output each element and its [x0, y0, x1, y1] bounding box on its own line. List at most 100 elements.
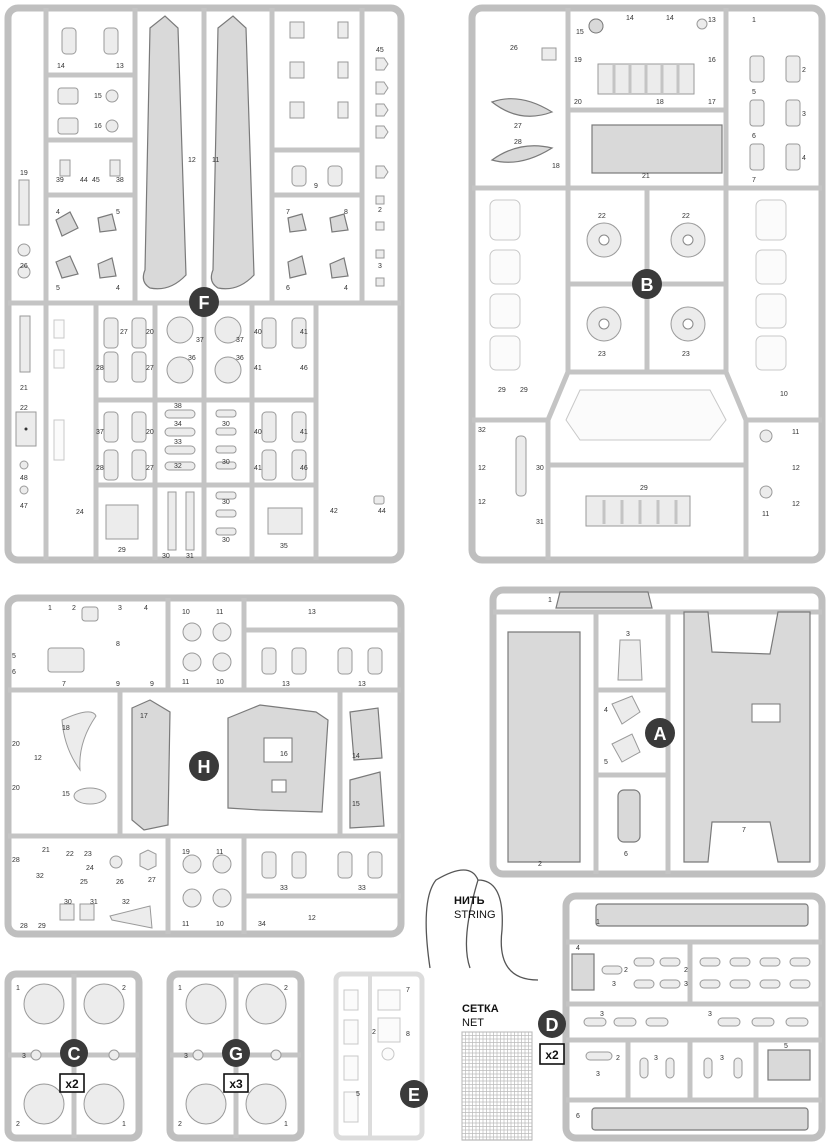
part-number: 25: [80, 879, 88, 886]
sprue-g-letter: G: [229, 1044, 243, 1064]
part-number: 9: [314, 183, 318, 190]
part-number: 31: [536, 519, 544, 526]
part-number: 2: [378, 207, 382, 214]
road-wheel-group: [586, 222, 706, 342]
part-number: 3: [600, 1011, 604, 1018]
part-number: 1: [284, 1121, 288, 1128]
part-number: 41: [300, 429, 308, 436]
part-number: 2: [122, 985, 126, 992]
part-number: 32: [122, 899, 130, 906]
part-number: 10: [182, 609, 190, 616]
part-number: 31: [186, 553, 194, 560]
part-number: 7: [286, 209, 290, 216]
part-number: 10: [216, 921, 224, 928]
part-number: 5: [116, 209, 120, 216]
part-number: 23: [84, 851, 92, 858]
part-number: 13: [282, 681, 290, 688]
part-number: 13: [358, 681, 366, 688]
part-number: 44: [378, 508, 386, 515]
part-number: 45: [92, 177, 100, 184]
part-number: 7: [62, 681, 66, 688]
part-number: 7: [406, 987, 410, 994]
string-part: НИТЬ STRING: [425, 869, 539, 981]
part-number: 3: [612, 981, 616, 988]
part-number: 6: [286, 285, 290, 292]
part-number: 27: [514, 123, 522, 130]
part-number: 3: [378, 263, 382, 270]
part-number: 9: [116, 681, 120, 688]
sprue-c-letter: C: [68, 1044, 81, 1064]
part-number: 34: [258, 921, 266, 928]
part-number: 30: [222, 537, 230, 544]
part-number: 28: [20, 923, 28, 930]
part-number: 15: [576, 29, 584, 36]
part-number: 4: [802, 155, 806, 162]
part-number: 3: [684, 981, 688, 988]
sprue-a: 1 2 3 4 5 6 7 A: [489, 586, 826, 878]
part-number: 4: [144, 605, 148, 612]
part-number: 3: [720, 1055, 724, 1062]
part-number: 33: [358, 885, 366, 892]
part-number: 23: [682, 351, 690, 358]
part-number: 47: [20, 503, 28, 510]
part-number: 32: [174, 463, 182, 470]
part-number: 48: [20, 475, 28, 482]
part-number: 15: [94, 93, 102, 100]
part-number: 17: [708, 99, 716, 106]
part-number: 18: [62, 725, 70, 732]
net-label-ru: СЕТКА: [462, 1003, 499, 1015]
part-number: 1: [48, 605, 52, 612]
part-number: 4: [604, 707, 608, 714]
part-number: 46: [300, 365, 308, 372]
sprue-b: 26 15 14 14 13 1 19 20 16 18 17 2 3 4 5 …: [468, 4, 826, 564]
part-number: 20: [146, 329, 154, 336]
part-number: 32: [36, 873, 44, 880]
part-number: 15: [62, 791, 70, 798]
part-number: 18: [656, 99, 664, 106]
part-number: 18: [552, 163, 560, 170]
part-number: 10: [780, 391, 788, 398]
part-number: 16: [94, 123, 102, 130]
part-number: 29: [640, 485, 648, 492]
part-number: 13: [308, 609, 316, 616]
part-number: 35: [280, 543, 288, 550]
part-number: 12: [478, 465, 486, 472]
part-number: 3: [708, 1011, 712, 1018]
sprue-e-badge: [400, 1080, 428, 1108]
part-number: 22: [66, 851, 74, 858]
part-number: 30: [222, 421, 230, 428]
sprue-g-badge: [222, 1039, 250, 1067]
part-number: 11: [216, 609, 223, 616]
net-part: СЕТКА NET: [461, 1003, 533, 1141]
part-number: 29: [498, 387, 506, 394]
part-number: 29: [118, 547, 126, 554]
part-number: 6: [576, 1113, 580, 1120]
part-number: 9: [150, 681, 154, 688]
part-number: 5: [12, 653, 16, 660]
sprue-f-badge: [189, 287, 219, 317]
part-number: 12: [792, 465, 800, 472]
sprue-d-multiplier: x2: [545, 1048, 559, 1062]
part-number: 6: [12, 669, 16, 676]
part-number: 2: [284, 985, 288, 992]
part-number: 30: [222, 499, 230, 506]
part-number: 28: [96, 465, 104, 472]
part-number: 22: [682, 213, 690, 220]
part-number: 21: [20, 385, 28, 392]
string-label-ru: НИТЬ: [454, 895, 485, 907]
part-number: 40: [254, 329, 262, 336]
part-number: 11: [762, 511, 769, 518]
part-number: 27: [120, 329, 128, 336]
part-number: 7: [742, 827, 746, 834]
part-number: 3: [184, 1053, 188, 1060]
part-number: 37: [236, 337, 244, 344]
sprue-c: 1 2 2 3 1 C x2: [4, 970, 143, 1142]
part-number: 26: [116, 879, 124, 886]
part-number: 41: [254, 365, 262, 372]
part-number: 34: [174, 421, 182, 428]
part-number: 15: [352, 801, 360, 808]
part-number: 44: [80, 177, 88, 184]
part-number: 39: [56, 177, 64, 184]
part-number: 6: [752, 133, 756, 140]
part-number: 42: [330, 508, 338, 515]
